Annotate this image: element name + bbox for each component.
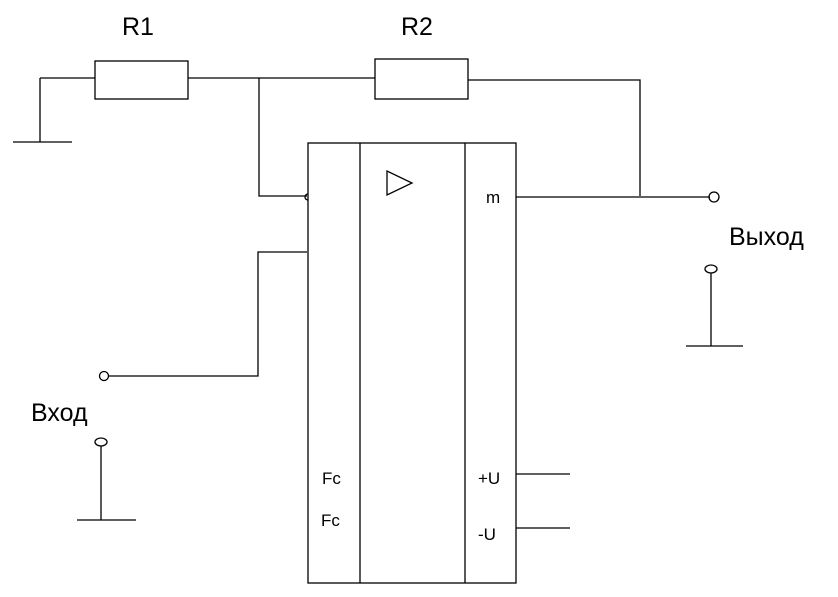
output-terminal-icon <box>708 191 720 203</box>
minus-supply-label: -U <box>478 525 496 544</box>
opamp-module <box>307 142 517 584</box>
ground-icon <box>77 437 136 521</box>
plus-supply-label: +U <box>478 469 500 488</box>
ground-icon <box>13 78 72 143</box>
output-pin-label: m <box>486 188 500 207</box>
resistor-r1 <box>94 60 189 100</box>
output-label: Выход <box>729 223 804 251</box>
resistor-r2 <box>374 58 469 100</box>
fc-pin-label: Fc <box>322 469 341 488</box>
fc-pin-label: Fc <box>321 511 340 530</box>
input-terminal-icon <box>98 370 110 382</box>
r2-label: R2 <box>401 13 433 41</box>
ground-icon <box>686 264 743 347</box>
r1-label: R1 <box>122 13 154 41</box>
wire-r2-feedback <box>468 79 641 196</box>
input-label: Вход <box>31 399 88 427</box>
wire-input <box>108 251 307 377</box>
triangle-amplifier-icon <box>386 169 414 197</box>
wire-inverting-input <box>258 78 307 197</box>
